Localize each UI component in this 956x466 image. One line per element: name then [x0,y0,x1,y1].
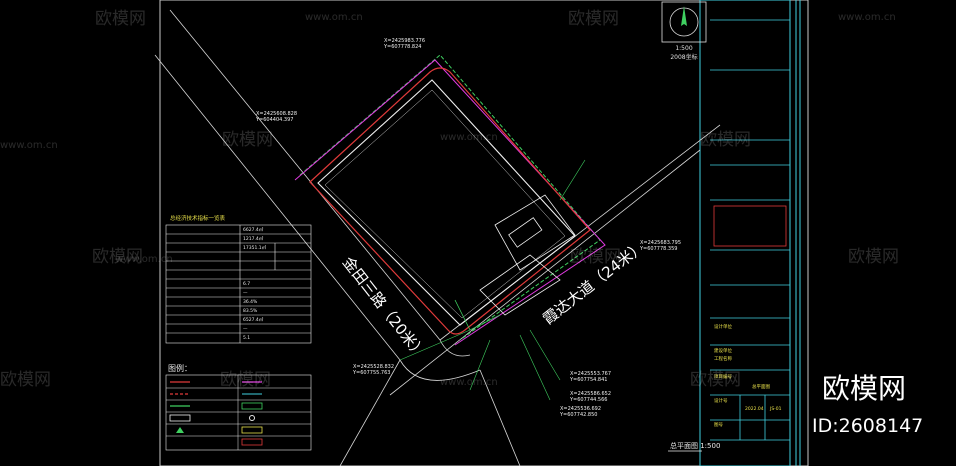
coordinate-system-label: 2008坐标 [670,53,697,61]
coord-5-x: X=2425553.767 [570,371,611,377]
watermark-url-4: www.om.cn [440,132,498,143]
scale-label: 1:500 [675,45,692,52]
tb-field-project: 工程名称 [714,355,732,362]
coord-1-y: Y=607778.824 [383,44,421,50]
watermark-brand-2: 欧模网 [568,9,619,29]
tb-field-number: 项目编号 [714,373,732,380]
watermark-brand-1: 欧模网 [95,9,146,29]
indicator-table-title: 总经济技术指标一览表 [170,214,226,222]
watermark-url-2: www.om.cn [838,12,896,23]
watermark-brand-4: 欧模网 [700,130,751,150]
indicator-table: 总经济技术指标一览表 6627.4㎡ 1217.4㎡ 17351.1㎡ 6.7 … [165,214,312,344]
legend-title: 图例： [168,363,192,373]
asset-id: ID:2608147 [812,415,923,437]
tb-date: 2022.04 [745,406,764,412]
building-outline [317,79,576,326]
legend-swatch-entrance [176,427,184,433]
north-arrow: 1:500 2008坐标 [661,1,707,61]
watermark-url-6: www.om.cn [440,377,498,388]
coordinate-labels: X=2425983.776 Y=607778.824 X=2425608.828… [255,38,681,418]
table-cell-4: 6.7 [243,281,250,287]
leader-lines [399,159,586,401]
watermark-brand-5: 欧模网 [92,247,143,267]
watermark-brand-9: 欧模网 [220,370,271,390]
table-cell-5: — [243,291,248,296]
coord-2-x: X=2425608.828 [256,111,297,117]
tb-drawing-name: 总平面图 [752,383,770,390]
table-cell-10: 5.1 [243,335,250,341]
watermark-brand-7: 欧模网 [848,247,899,267]
coord-3-y: Y=607778.359 [639,246,677,252]
legend: 图例： [165,363,312,451]
table-cell-6: 36.4% [243,299,258,305]
table-cell-8: 6527.4㎡ [243,316,264,323]
table-cell-7: 83.5% [243,308,258,314]
coord-4-y: Y=607755.763 [352,370,390,376]
watermarks: 欧模网 www.om.cn 欧模网 www.om.cn www.om.cn 欧模… [0,9,899,390]
tb-sheet-no: JS-01 [769,406,782,412]
coord-7-x: X=2425536.692 [560,406,601,412]
title-block [710,19,790,441]
table-cell-2: 1217.4㎡ [243,235,264,242]
plan-title: 总平面图 1:500 [670,441,720,450]
watermark-url-1: www.om.cn [305,12,363,23]
annex-blocks [454,194,576,331]
legend-swatch-point [249,415,255,421]
tb-field-design-no: 设计号 [714,397,728,404]
legend-swatch-charging [241,438,263,446]
brand-overlay: 欧模网 ID:2608147 [812,372,923,437]
drawing-frame [159,0,809,466]
table-cell-3: 17351.1㎡ [243,244,267,251]
watermark-brand-3: 欧模网 [222,130,273,150]
legend-swatch-parking [241,426,263,434]
watermark-brand-8: 欧模网 [0,370,51,390]
watermark-url-3: www.om.cn [0,140,58,151]
tb-field-design: 设计单位 [714,323,732,330]
table-cell-1: 6627.4㎡ [243,226,264,233]
coord-2-y: Y=604404.397 [255,117,293,123]
coord-7-y: Y=607742.850 [559,412,597,418]
coord-1-x: X=2425983.776 [384,38,425,44]
coord-3-x: X=2425683.795 [640,240,681,246]
legend-swatch-green [241,402,263,410]
setback-lines [294,54,606,346]
watermark-brand-10: 欧模网 [690,370,741,390]
table-cell-9: — [243,327,248,332]
coord-4-x: X=2425528.832 [353,364,394,370]
brand-logo-text: 欧模网 [822,372,906,405]
watermark-brand-6: 欧模网 [570,247,621,267]
legend-swatch-building [169,414,191,422]
watermark-url-5: www.om.cn [115,254,173,265]
site-boundary [309,67,591,335]
tb-field-client: 建设单位 [714,347,732,354]
tb-field-drawing-no: 图号 [714,422,723,428]
coord-5-y: Y=607754.841 [569,377,607,383]
coord-6-y: Y=607744.566 [569,397,607,403]
title-block-text: 设计单位 建设单位 工程名称 项目编号 设计号 图号 总平面图 2022.04 … [714,323,782,428]
road-label-jintian: 金田三路（20米） [339,253,430,362]
coord-6-x: X=2425586.652 [570,391,611,397]
north-arrow-icon [681,6,687,26]
